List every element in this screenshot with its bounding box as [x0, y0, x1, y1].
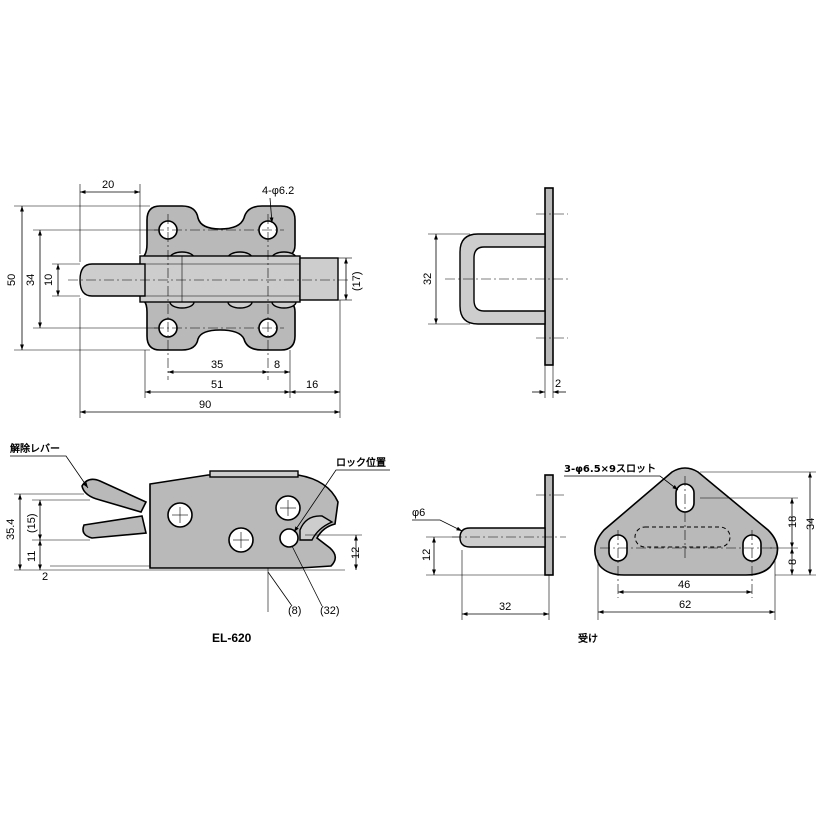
receiver-side-view: φ6 12 32 [412, 474, 566, 620]
dim-label: (15) [26, 513, 38, 533]
dim-label: (17) [351, 271, 363, 291]
latch-front-view: 解除レバー ロック位置 35.4 (15) 11 2 12 (8) (32) E… [5, 442, 390, 645]
dim-label: 46 [678, 579, 690, 591]
dim-label: 18 [787, 516, 799, 528]
leader-line [10, 455, 89, 489]
screw [275, 495, 301, 521]
hidden-slot-outline [634, 526, 731, 548]
latch-top-view: 20 4-φ6.2 50 34 10 (17) 35 8 [6, 179, 363, 418]
release-lever-arm [82, 515, 147, 539]
dim-label: (8) [288, 605, 301, 617]
dim-label: 11 [26, 551, 38, 562]
receiver-plate [544, 474, 554, 576]
bolt-housing [139, 255, 301, 303]
dim-label: 8 [787, 559, 799, 565]
dim-label: 10 [43, 274, 55, 286]
leader-line [291, 545, 323, 607]
dim-label: 50 [6, 274, 18, 286]
screw [228, 527, 254, 553]
dim-label: 2 [555, 378, 561, 390]
bolt-end-cap [299, 257, 339, 301]
dim-label: 34 [805, 518, 817, 530]
slot-spec-label: 3-φ6.5×9スロット [564, 463, 656, 475]
dim-label: 20 [102, 179, 114, 191]
dim-label: (32) [320, 605, 340, 617]
hole-spec-label: 4-φ6.2 [262, 185, 294, 197]
latch-side-view: 32 2 [422, 187, 568, 398]
dim-label: 32 [499, 601, 511, 613]
leader-line [267, 571, 293, 607]
leader-line [412, 519, 463, 532]
dim-label: 62 [679, 599, 691, 611]
receiver-front-view: 3-φ6.5×9スロット 18 8 34 46 62 受け [564, 463, 817, 645]
dim-label: 12 [421, 549, 433, 561]
dim-label: 8 [274, 359, 280, 371]
model-caption: EL-620 [212, 631, 252, 645]
release-lever-label: 解除レバー [10, 442, 60, 455]
receiver-rod [459, 527, 546, 548]
dim-label: 35 [211, 359, 223, 371]
leader-line [269, 197, 274, 224]
dim-label: 34 [25, 274, 37, 286]
release-lever-handle [81, 478, 148, 513]
side-plate [544, 187, 554, 366]
body-top-strip [209, 470, 299, 478]
dim-label: 16 [306, 379, 318, 391]
dim-label: 2 [42, 571, 48, 583]
screw [167, 502, 193, 528]
rod-diameter-label: φ6 [412, 507, 425, 519]
dim-label: 35.4 [5, 519, 17, 540]
leader-line [293, 469, 390, 533]
lock-position-label: ロック位置 [336, 456, 386, 469]
dim-label: 32 [422, 273, 434, 285]
u-bracket [459, 233, 546, 325]
dim-label: 12 [350, 547, 362, 559]
leader-line [564, 475, 679, 491]
lock-pin-hole [279, 528, 299, 548]
dim-label: 90 [199, 399, 211, 411]
receiver-caption: 受け [578, 632, 598, 645]
lock-hook [299, 515, 334, 541]
dim-label: 51 [211, 379, 223, 391]
